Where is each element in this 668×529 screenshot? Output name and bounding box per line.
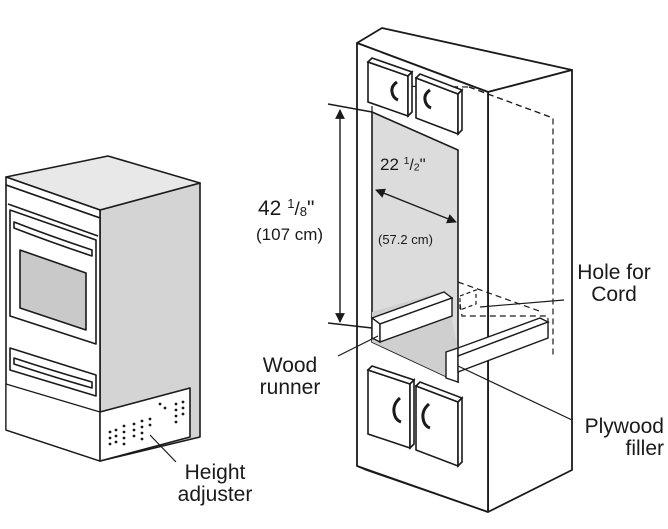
height-adjuster-line1: Height bbox=[184, 461, 246, 484]
height-dimension-label: 42 1/8" bbox=[258, 196, 315, 221]
oven-window bbox=[19, 249, 87, 331]
label-leaders bbox=[337, 299, 573, 421]
height-adjuster-label: Height adjuster bbox=[150, 461, 280, 507]
height-denominator: 8 bbox=[299, 203, 307, 219]
height-metric-label: (107 cm) bbox=[256, 225, 324, 244]
height-numerator: 1 bbox=[287, 196, 295, 211]
lower-left-handle-icon bbox=[392, 396, 402, 424]
height-dimension bbox=[327, 103, 373, 329]
hole-for-cord-leader bbox=[479, 299, 565, 308]
plywood-filler-leader bbox=[457, 365, 573, 421]
plywood-filler-label: Plywood filler bbox=[560, 415, 664, 461]
plywood-filler bbox=[445, 317, 550, 383]
height-adjuster-holes bbox=[108, 400, 185, 446]
cord-hole bbox=[459, 289, 477, 311]
wood-runner-line1: Wood bbox=[262, 354, 318, 377]
height-adjuster-panel bbox=[99, 387, 191, 462]
wood-runner-line2: runner bbox=[259, 376, 321, 400]
upper-door-handle bbox=[13, 221, 93, 257]
width-numerator: 1 bbox=[403, 155, 410, 168]
wood-runner bbox=[370, 291, 454, 344]
hole-for-cord-line2: Cord bbox=[591, 283, 637, 307]
lower-right-handle-icon bbox=[421, 402, 431, 430]
width-whole: 22 bbox=[380, 155, 399, 174]
plywood-filler-line1: Plywood bbox=[584, 415, 664, 438]
wall-oven bbox=[5, 155, 201, 462]
upper-left-handle-icon bbox=[390, 80, 399, 102]
width-denominator: 2 bbox=[413, 161, 420, 174]
height-adjuster-leader bbox=[149, 434, 177, 463]
cabinet-toe-kick bbox=[356, 465, 489, 513]
width-metric-label: (57.2 cm) bbox=[378, 232, 433, 247]
hole-for-cord-line1: Hole for bbox=[577, 261, 651, 284]
wood-runner-leader bbox=[337, 335, 379, 357]
hole-for-cord-label: Hole for Cord bbox=[566, 261, 662, 307]
height-whole: 42 bbox=[258, 197, 282, 221]
width-dimension-label: 22 1/2" bbox=[380, 155, 426, 174]
width-dimension bbox=[375, 188, 457, 224]
upper-right-handle-icon bbox=[423, 88, 432, 110]
lower-drawer-handle bbox=[13, 357, 93, 389]
plywood-filler-line2: filler bbox=[625, 437, 664, 461]
height-adjuster-line2: adjuster bbox=[177, 483, 253, 507]
wood-runner-label: Wood runner bbox=[240, 354, 340, 400]
lower-cabinet-doors bbox=[366, 365, 464, 468]
